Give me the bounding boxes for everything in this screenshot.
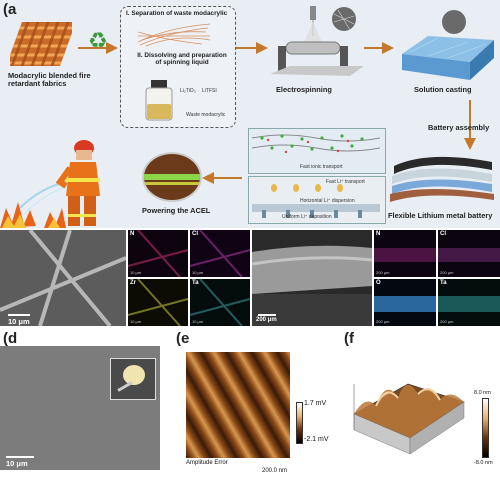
panel-c-scalebar [258,314,276,316]
electrospinning-illustration [270,6,364,76]
panel-e-scale-text: 200.0 nm [262,468,288,474]
recycle-icon: ♻ [88,28,108,53]
panel-e-label: (e [176,330,190,347]
panel-d-label: (d [3,330,18,347]
process-box [120,6,236,128]
powering-caption: Powering the ACEL [142,206,211,215]
panel-f-colorbar-min: -8.0 nm [474,460,493,466]
fibers-illustration [137,23,211,47]
panel-b-map-scale-n: 10 μm [130,270,142,275]
li-deposition-box [248,176,386,224]
vial-label-1: Li₂TiO₃ [180,88,196,94]
panel-e-colorbar [296,402,303,444]
panel-c-map-scale-cl: 200 μm [440,270,454,275]
panel-b-map-scale-cl: 10 μm [192,270,204,275]
acel-zoom-circle [142,152,202,202]
panel-c-map-label-n: N [376,231,381,237]
fabric-caption: Modacrylic blended fire retardant fabric… [8,71,91,89]
fast-ionic-caption: Fast ionic transport [300,164,343,170]
panel-b-map-label-zr: Zr [130,280,136,286]
flow-arrows [78,42,476,184]
panel-c-map-scale-n: 200 μm [376,270,390,275]
step-separation: I. Separation of waste modacrylic [126,10,228,17]
panel-c-map-band-n [374,248,436,262]
panel-b-sem-image [0,230,126,326]
solution-casting-illustration [402,10,494,80]
vial-label-3: Waste modacrylic [186,112,226,118]
vial-label-2: LiTFSI [202,88,217,94]
horizontal-dispersion-caption: Horizontal Li⁺ dispersion [300,198,355,204]
panel-b-map-scale-ta: 10 μm [192,319,204,324]
panel-c-sem-image [252,230,372,326]
panel-f-colorbar-max: 8.0 nm [474,390,491,396]
panel-c-map-label-ta: Ta [440,280,447,286]
panel-c-map-band-ta [438,296,500,312]
panel-e-caption: Amplitude Error [186,460,228,466]
battery-assembly-caption: Battery assembly [428,123,490,132]
electrospinning-caption: Electrospinning [276,85,332,94]
solution-casting-caption: Solution casting [414,85,472,94]
panel-b-scale-text: 10 μm [8,317,30,326]
panel-d-scale-text: 10 μm [6,459,28,468]
panel-f-label: (f [344,330,354,347]
panel-b-map-label-n: N [130,231,135,237]
panel-b-map-label-cl: Cl [192,231,198,237]
li-droplets [252,184,380,218]
panel-c-map-n [374,230,436,277]
panel-c-map-scale-o: 200 μm [376,319,390,324]
uniform-deposition-caption: Uniform Li⁺ deposition [282,214,332,220]
panel-c-map-label-cl: Cl [440,231,446,237]
panel-e-afm-image [186,352,290,458]
panel-b-map-fibers [128,230,250,326]
panel-c-map-band-o [374,296,436,312]
panel-b-map-scale-zr: 10 μm [130,319,142,324]
panel-c-map-scale-ta: 200 μm [440,319,454,324]
panel-c-map-label-o: O [376,280,381,286]
panel-c-map-band-cl [438,248,500,262]
panel-b-map-label-ta: Ta [192,280,199,286]
panel-e-colorbar-max: 1.7 mV [304,400,327,407]
firefighter-illustration [0,140,100,228]
fabric-illustration [10,22,72,66]
panel-c-map-cl [438,230,500,277]
fast-li-caption: Fast Li⁺ transport [326,179,365,185]
panel-d-inset-photo [110,358,156,400]
panel-f-afm-3d [353,383,465,455]
battery-caption: Flexible Lithium metal battery [388,211,493,220]
panel-d-scalebar [6,456,34,458]
panel-e-colorbar-min: -2.1 mV [304,436,329,443]
polymer-chain-illustration [252,134,380,154]
battery-illustration [390,156,494,202]
vial-illustration [145,80,173,121]
panel-f-colorbar [482,398,489,458]
panel-a-label: (a [3,1,17,18]
panel-c-scale-text: 200 μm [256,317,277,323]
panel-b-scalebar [8,314,30,316]
step-dissolving: II. Dissolving and preparation of spinni… [137,52,227,67]
